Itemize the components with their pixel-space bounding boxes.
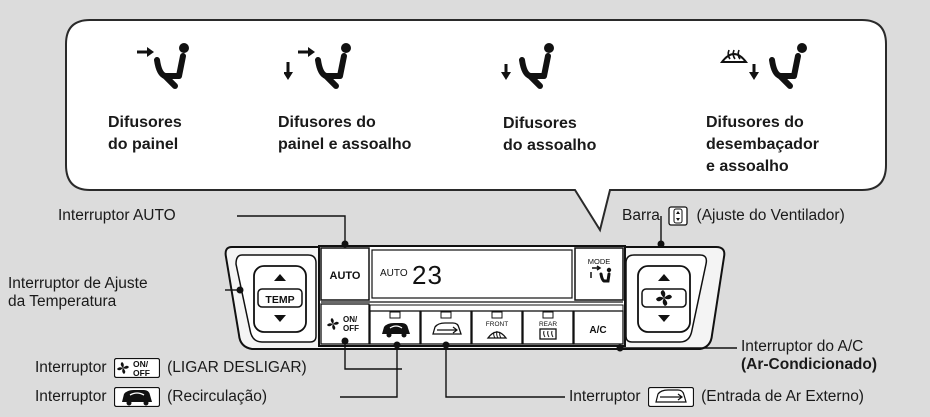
display-auto-text: AUTO: [380, 268, 408, 279]
callout-onoff: Interruptor ON/ OFF (LIGAR DESLIGAR): [35, 357, 307, 379]
temperature-display: [371, 249, 573, 299]
svg-text:ON/: ON/: [343, 315, 358, 324]
recirculation-symbol-icon: [113, 386, 160, 408]
temp-up-icon: [274, 274, 286, 281]
svg-text:ON/: ON/: [133, 359, 149, 369]
callout-fan-bar: Barra (Ajuste do Ventilador): [622, 206, 845, 226]
temp-switch-label: TEMP: [265, 294, 294, 306]
fan-down-icon: [658, 315, 670, 322]
fan-bar-symbol-icon: [668, 206, 688, 226]
defrost-floor-vents-icon: [720, 43, 807, 89]
front-defrost-label: FRONT: [486, 321, 508, 328]
display-temperature: 23: [412, 260, 443, 290]
fresh-air-indicator: [440, 311, 452, 319]
rear-defrost-label: REAR: [539, 321, 557, 328]
rear-defrost-icon: [539, 328, 557, 340]
recirculation-indicator: [389, 311, 401, 319]
leader-lines: [225, 215, 737, 398]
callout-recirculation: Interruptor (Recirculação): [35, 386, 268, 408]
mode-button-label: MODE: [588, 257, 611, 266]
onoff-fan-icon: [327, 318, 339, 330]
mode-person-icon: [590, 265, 612, 283]
mode-button[interactable]: [574, 247, 624, 301]
onoff-symbol-icon: ON/ OFF: [113, 357, 160, 379]
rear-defrost-indicator: [542, 311, 554, 319]
svg-text:OFF: OFF: [343, 324, 359, 333]
fan-up-icon: [658, 274, 670, 281]
callout-fresh-air: Interruptor (Entrada de Ar Externo): [569, 386, 864, 408]
auto-button-label: AUTO: [330, 270, 361, 282]
floor-vents-icon: [501, 43, 554, 89]
panel-floor-vents-icon: [284, 43, 351, 89]
panel-vents-icon: [137, 43, 189, 89]
recirculation-car-icon: [382, 323, 410, 338]
callout-auto-switch: Interruptor AUTO: [58, 207, 176, 224]
fan-icon: [656, 290, 672, 306]
front-defrost-indicator: [491, 311, 503, 319]
fresh-air-car-icon: [432, 322, 462, 335]
auto-button[interactable]: [320, 247, 370, 301]
temp-down-icon: [274, 315, 286, 322]
svg-text:OFF: OFF: [133, 368, 150, 378]
ac-button-label: A/C: [589, 325, 606, 336]
bubble-shape: [65, 19, 887, 233]
fresh-air-symbol-icon: [647, 386, 694, 408]
front-defrost-icon: [486, 330, 508, 339]
callout-ac: Interruptor do A/C (Ar-Condicionado): [741, 338, 878, 373]
ac-button[interactable]: [573, 310, 624, 345]
